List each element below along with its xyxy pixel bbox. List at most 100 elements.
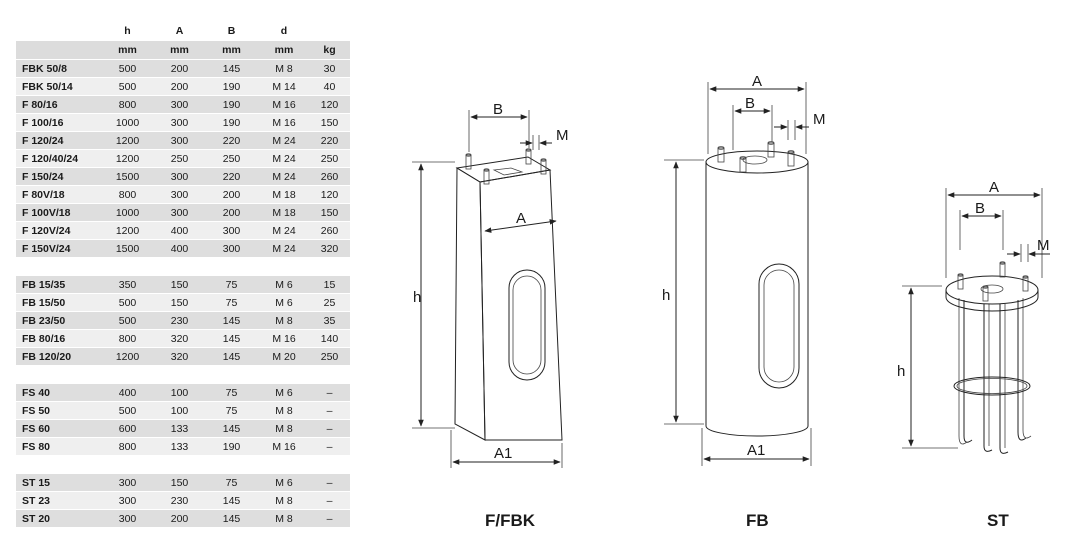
value-cell-d: M 16 xyxy=(259,95,309,114)
value-cell-b: 75 xyxy=(204,383,259,402)
model-cell: F 150V/24 xyxy=(16,239,100,258)
value-cell-kg: 250 xyxy=(309,347,350,366)
value-cell-a: 320 xyxy=(155,347,204,366)
value-cell-b: 145 xyxy=(204,419,259,438)
model-cell: F 150/24 xyxy=(16,167,100,186)
value-cell-h: 500 xyxy=(100,401,155,420)
fb-dim-h: h xyxy=(662,287,670,304)
value-cell-b: 145 xyxy=(204,491,259,510)
value-cell-h: 1500 xyxy=(100,167,155,186)
st-caption: ST xyxy=(987,511,1009,530)
value-cell-kg: 40 xyxy=(309,77,350,96)
value-cell-kg: – xyxy=(309,383,350,402)
model-cell: FS 40 xyxy=(16,383,100,402)
value-cell-d: M 8 xyxy=(259,509,309,528)
value-cell-b: 145 xyxy=(204,329,259,348)
model-cell: F 120V/24 xyxy=(16,221,100,240)
value-cell-h: 1200 xyxy=(100,149,155,168)
fbk-dim-b: B xyxy=(493,101,503,118)
value-cell-a: 300 xyxy=(155,95,204,114)
value-cell-b: 145 xyxy=(204,509,259,528)
value-cell-h: 800 xyxy=(100,185,155,204)
model-cell: F 100V/18 xyxy=(16,203,100,222)
value-cell-d: M 24 xyxy=(259,167,309,186)
value-cell-d: M 24 xyxy=(259,239,309,258)
model-cell: FB 15/35 xyxy=(16,275,100,294)
value-cell-b: 190 xyxy=(204,95,259,114)
value-cell-h: 800 xyxy=(100,437,155,456)
model-cell: F 120/40/24 xyxy=(16,149,100,168)
model-cell: FB 23/50 xyxy=(16,311,100,330)
unit-cell xyxy=(16,40,100,60)
value-cell-a: 400 xyxy=(155,221,204,240)
value-cell-b: 190 xyxy=(204,113,259,132)
value-cell-b: 250 xyxy=(204,149,259,168)
value-cell-d: M 6 xyxy=(259,275,309,294)
value-cell-b: 75 xyxy=(204,401,259,420)
value-cell-h: 350 xyxy=(100,275,155,294)
value-cell-b: 145 xyxy=(204,347,259,366)
value-cell-h: 300 xyxy=(100,509,155,528)
value-cell-b: 75 xyxy=(204,293,259,312)
unit-cell: mm xyxy=(204,40,259,60)
header-cell xyxy=(309,22,350,41)
value-cell-a: 300 xyxy=(155,185,204,204)
value-cell-kg: 260 xyxy=(309,221,350,240)
value-cell-kg: 150 xyxy=(309,203,350,222)
value-cell-a: 230 xyxy=(155,311,204,330)
value-cell-kg: – xyxy=(309,401,350,420)
value-cell-d: M 18 xyxy=(259,203,309,222)
fbk-dim-a1: A1 xyxy=(494,445,512,462)
value-cell-d: M 14 xyxy=(259,77,309,96)
fbk-dim-m: M xyxy=(556,127,569,144)
value-cell-d: M 6 xyxy=(259,383,309,402)
value-cell-kg: 120 xyxy=(309,95,350,114)
value-cell-d: M 8 xyxy=(259,491,309,510)
header-row-symbols: h A B d xyxy=(16,22,350,41)
value-cell-b: 145 xyxy=(204,59,259,78)
value-cell-kg: – xyxy=(309,419,350,438)
model-cell: F 80/16 xyxy=(16,95,100,114)
fb-dim-m: M xyxy=(813,111,826,128)
value-cell-b: 220 xyxy=(204,167,259,186)
value-cell-h: 500 xyxy=(100,59,155,78)
value-cell-a: 200 xyxy=(155,77,204,96)
value-cell-kg: 120 xyxy=(309,185,350,204)
value-cell-h: 300 xyxy=(100,473,155,492)
value-cell-a: 150 xyxy=(155,275,204,294)
value-cell-kg: 25 xyxy=(309,293,350,312)
value-cell-h: 300 xyxy=(100,491,155,510)
header-cell: d xyxy=(259,22,309,41)
drawing-f-fbk: h A1 A B M F/FBK xyxy=(412,101,569,530)
value-cell-a: 250 xyxy=(155,149,204,168)
value-cell-a: 300 xyxy=(155,113,204,132)
st-dim-h: h xyxy=(897,363,905,380)
value-cell-b: 300 xyxy=(204,221,259,240)
value-cell-h: 1000 xyxy=(100,113,155,132)
value-cell-h: 1200 xyxy=(100,347,155,366)
table-header: h A B d mm mm mm mm kg xyxy=(16,22,350,60)
unit-cell: kg xyxy=(309,40,350,60)
model-cell: ST 23 xyxy=(16,491,100,510)
fbk-dim-a: A xyxy=(516,210,526,227)
value-cell-b: 75 xyxy=(204,473,259,492)
st-dim-m: M xyxy=(1037,237,1050,254)
value-cell-h: 600 xyxy=(100,419,155,438)
value-cell-d: M 6 xyxy=(259,473,309,492)
model-cell: ST 20 xyxy=(16,509,100,528)
value-cell-d: M 6 xyxy=(259,293,309,312)
model-cell: ST 15 xyxy=(16,473,100,492)
drawing-st: h A B M ST xyxy=(897,179,1050,530)
spacer-cell xyxy=(16,257,350,276)
model-cell: F 120/24 xyxy=(16,131,100,150)
